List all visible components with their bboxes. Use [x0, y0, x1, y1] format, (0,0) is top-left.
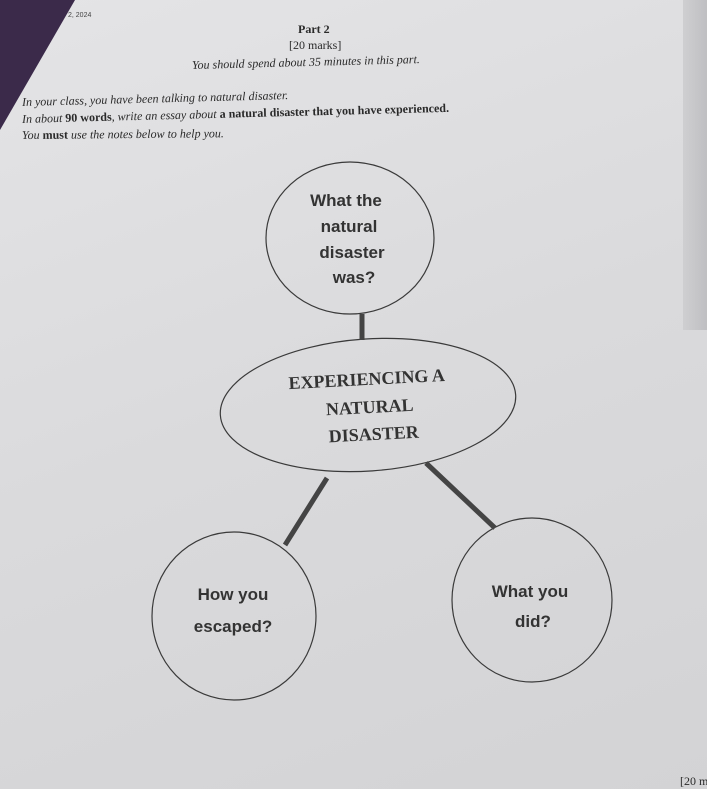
- footer-marks: [20 m: [680, 774, 707, 788]
- top-text: was?: [332, 268, 376, 287]
- top-text: disaster: [319, 243, 385, 262]
- center-text: DISASTER: [328, 422, 420, 447]
- left-bubble: [151, 531, 317, 701]
- right-text: did?: [515, 612, 551, 631]
- right-text: What you: [492, 582, 569, 601]
- connector-left: [282, 476, 330, 547]
- background-fabric: [0, 0, 75, 130]
- date: 2, 2024: [68, 12, 92, 19]
- center-text: EXPERIENCING A: [288, 365, 445, 393]
- top-bubble: [265, 161, 435, 315]
- left-text: escaped?: [194, 617, 272, 636]
- top-text: What the: [310, 191, 382, 210]
- top-text: natural: [321, 217, 378, 236]
- right-bubble: [451, 517, 613, 683]
- part-title: Part 2: [298, 22, 330, 36]
- left-text: How you: [198, 585, 269, 604]
- connector-right: [424, 461, 497, 530]
- notebook-edge: [683, 0, 707, 330]
- center-text: NATURAL: [325, 395, 414, 420]
- marks: [20 marks]: [289, 38, 342, 52]
